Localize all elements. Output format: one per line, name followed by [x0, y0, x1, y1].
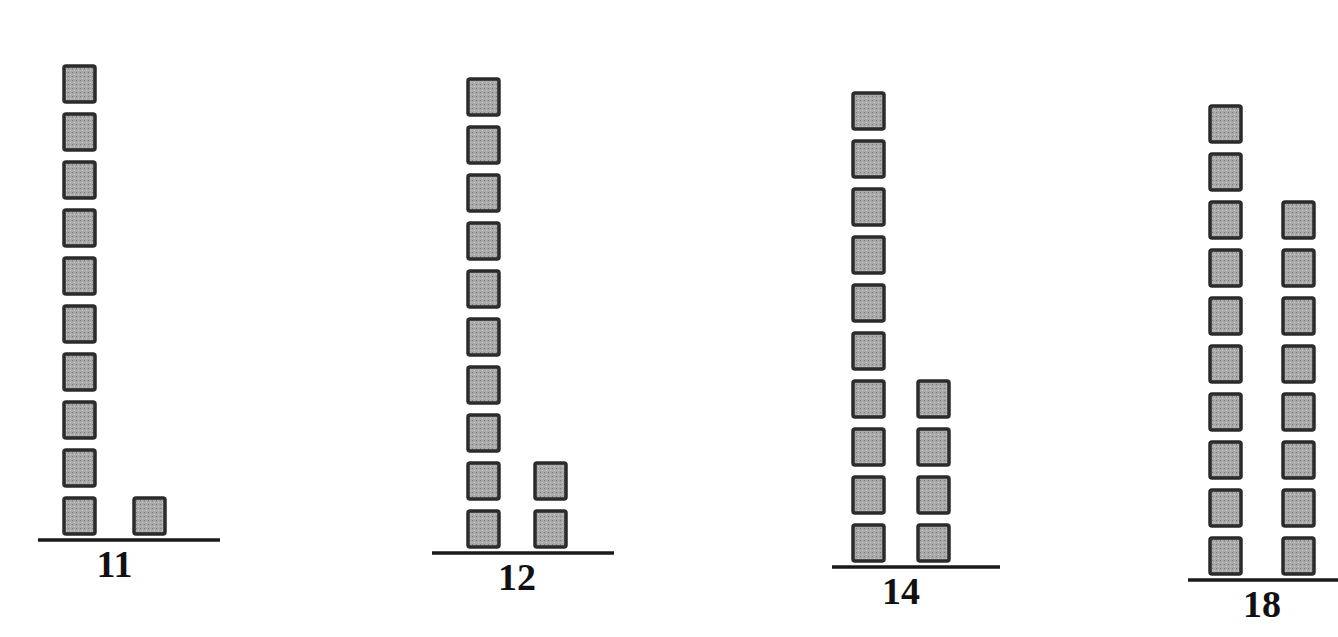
counting-block [1283, 538, 1314, 574]
counting-block [1210, 250, 1241, 286]
counting-block [1283, 442, 1314, 478]
count-number: 12 [457, 558, 577, 596]
counting-block [853, 237, 884, 273]
counting-block [1210, 490, 1241, 526]
counting-block [64, 306, 95, 342]
counting-block [853, 141, 884, 177]
counting-block [853, 93, 884, 129]
counting-block [1210, 442, 1241, 478]
counting-block [468, 271, 499, 307]
counting-block [64, 498, 95, 534]
counting-block [468, 511, 499, 547]
counting-block [535, 463, 566, 499]
counting-block [1283, 394, 1314, 430]
count-number: 11 [55, 545, 175, 583]
counting-block [918, 381, 949, 417]
counting-block [918, 525, 949, 561]
counting-block [1210, 346, 1241, 382]
counting-block [1210, 154, 1241, 190]
counting-block [535, 511, 566, 547]
counting-block [468, 79, 499, 115]
counting-block [468, 319, 499, 355]
counting-block [134, 498, 165, 534]
counting-block [918, 429, 949, 465]
counting-block [468, 415, 499, 451]
counting-block [1283, 298, 1314, 334]
counting-block [918, 477, 949, 513]
counting-block [1283, 250, 1314, 286]
counting-block [853, 189, 884, 225]
counting-block [64, 162, 95, 198]
counting-block [1210, 538, 1241, 574]
counting-block [64, 354, 95, 390]
counting-block [1210, 298, 1241, 334]
base-line [432, 551, 614, 555]
counting-block [1210, 394, 1241, 430]
counting-block [1210, 202, 1241, 238]
counting-block [64, 114, 95, 150]
base-line [38, 538, 220, 542]
counting-block [64, 210, 95, 246]
base-line [832, 565, 1000, 569]
counting-block [468, 127, 499, 163]
counting-block [64, 258, 95, 294]
counting-block [1283, 202, 1314, 238]
base-line [1188, 578, 1338, 582]
counting-block [853, 429, 884, 465]
counting-block [853, 525, 884, 561]
counting-block [64, 450, 95, 486]
counting-block [853, 285, 884, 321]
counting-block [468, 463, 499, 499]
counting-block [1283, 490, 1314, 526]
counting-block [468, 367, 499, 403]
counting-block [64, 402, 95, 438]
counting-block [468, 175, 499, 211]
counting-block [64, 66, 95, 102]
count-number: 14 [841, 572, 961, 610]
counting-block [853, 333, 884, 369]
counting-block [853, 381, 884, 417]
counting-block [1283, 346, 1314, 382]
counting-block [1210, 106, 1241, 142]
counting-block [468, 223, 499, 259]
count-number: 18 [1202, 585, 1322, 623]
counting-block [853, 477, 884, 513]
